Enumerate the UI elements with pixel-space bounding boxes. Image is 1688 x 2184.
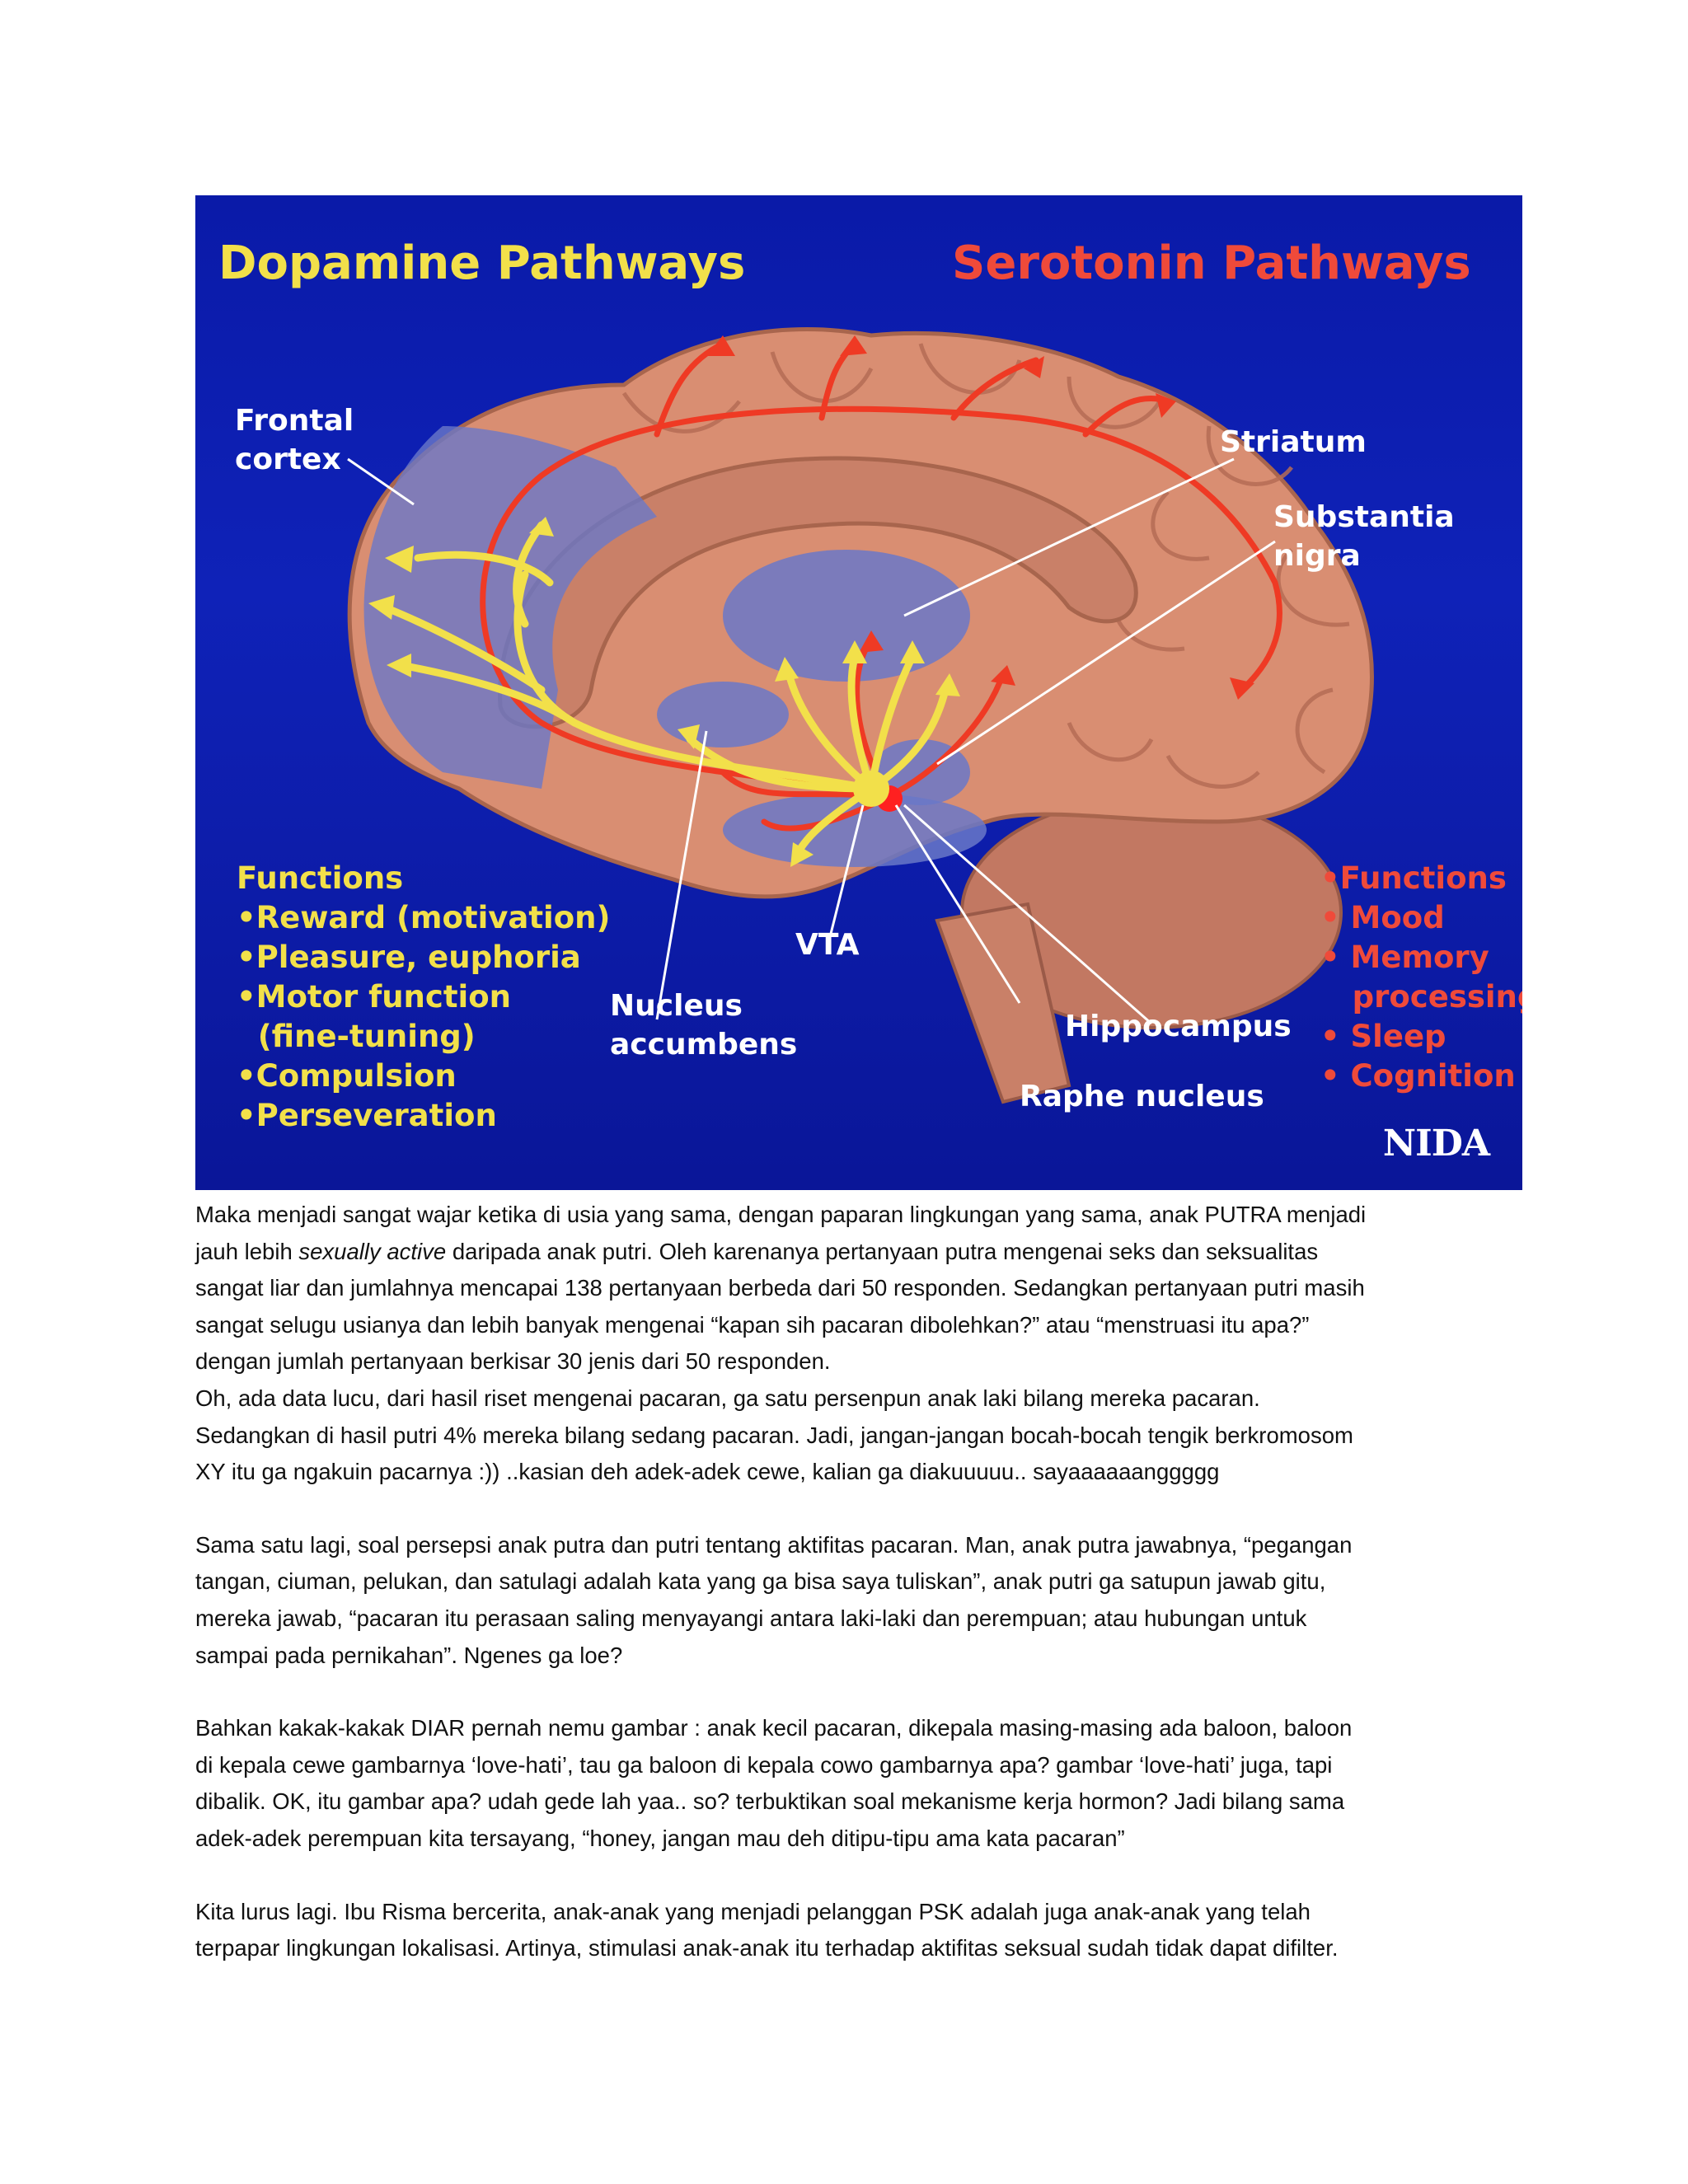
paragraph-3: Bahkan kakak-kakak DIAR pernah nemu gamb… (195, 1715, 1353, 1851)
frontal-cortex-region (363, 426, 657, 789)
brain-stem-shape (935, 902, 1071, 1104)
dopamine-function-item: Functions (237, 860, 404, 896)
emphasis-sexually-active: sexually active (298, 1238, 447, 1264)
serotonin-function-item: processing (1320, 979, 1522, 1015)
brain-pathways-figure: Dopamine Pathways Serotonin Pathways Fro… (195, 195, 1522, 1190)
dopamine-pathways (381, 521, 950, 859)
corpus-callosum-shape (498, 456, 1138, 729)
dopamine-arrowheads (368, 517, 960, 867)
label-leader-lines (347, 457, 1276, 1025)
hippocampus-region (723, 793, 987, 867)
dopamine-functions-list: Functions •Reward (motivation) •Pleasure… (237, 859, 610, 1136)
serotonin-function-item: • Memory (1320, 940, 1489, 975)
serotonin-functions-list: •Functions • Mood • Memory processing • … (1320, 859, 1522, 1096)
dopamine-function-item: •Reward (motivation) (237, 900, 611, 935)
label-substantia-nigra: Substantia nigra (1273, 500, 1455, 573)
label-striatum: Striatum (1220, 425, 1367, 459)
dopamine-function-item: •Perseveration (237, 1098, 497, 1133)
nucleus-accumbens-region (657, 682, 789, 748)
dopamine-function-item: •Motor function (237, 979, 511, 1015)
brain-illustration (347, 327, 1374, 1104)
label-nucleus-accumbens: Nucleus accumbens (610, 989, 798, 1062)
serotonin-heading: Serotonin Pathways (952, 237, 1471, 290)
dopamine-function-item: •Compulsion (237, 1058, 457, 1094)
label-vta: VTA (795, 928, 860, 962)
paragraph-4: Kita lurus lagi. Ibu Risma bercerita, an… (195, 1898, 1339, 1961)
paragraph-1: Maka menjadi sangat wajar ketika di usia… (195, 1202, 1367, 1485)
label-frontal-cortex: Frontal cortex (235, 404, 354, 476)
nida-credit: NIDA (1382, 1122, 1490, 1165)
vta-dot (853, 771, 889, 807)
serotonin-arrowheads (706, 335, 1254, 700)
gyri-texture (621, 343, 1350, 789)
paragraph-2: Sama satu lagi, soal persepsi anak putra… (195, 1531, 1353, 1668)
serotonin-function-item: • Sleep (1320, 1019, 1447, 1054)
label-hippocampus: Hippocampus (1065, 1010, 1292, 1043)
dopamine-heading: Dopamine Pathways (218, 237, 746, 290)
label-raphe-nucleus: Raphe nucleus (1020, 1080, 1264, 1113)
article-body: Maka menjadi sangat wajar ketika di usia… (195, 1197, 1481, 2004)
dopamine-function-item: •Pleasure, euphoria (237, 940, 581, 975)
dopamine-function-item: (fine-tuning) (237, 1019, 476, 1054)
serotonin-function-item: • Cognition (1320, 1058, 1516, 1094)
serotonin-function-item: • Mood (1320, 900, 1445, 935)
serotonin-function-item: •Functions (1320, 860, 1507, 896)
